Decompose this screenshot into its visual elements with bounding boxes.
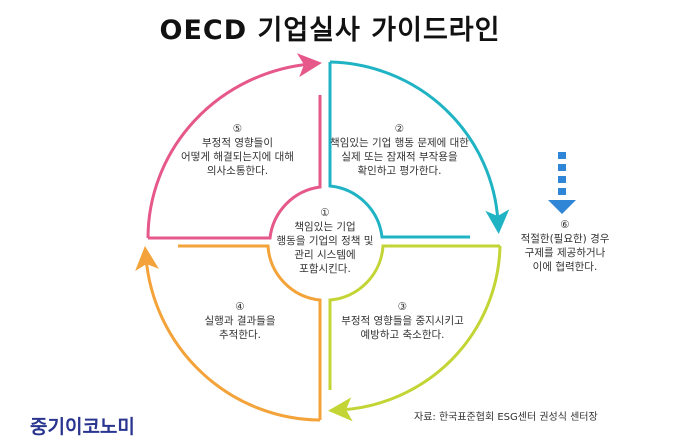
blue-dotted-arrow — [548, 152, 576, 214]
orange-quadrant — [135, 244, 322, 422]
logo: 중기이코노미 — [30, 416, 135, 438]
green-quadrant — [328, 244, 502, 422]
page-title: OECD 기업실사 가이드라인 — [159, 15, 501, 46]
pink-quadrant — [146, 53, 322, 240]
source-note: 자료: 한국표준협회 ESG센터 권성식 센터장 — [414, 412, 598, 423]
teal-quadrant — [328, 60, 510, 239]
